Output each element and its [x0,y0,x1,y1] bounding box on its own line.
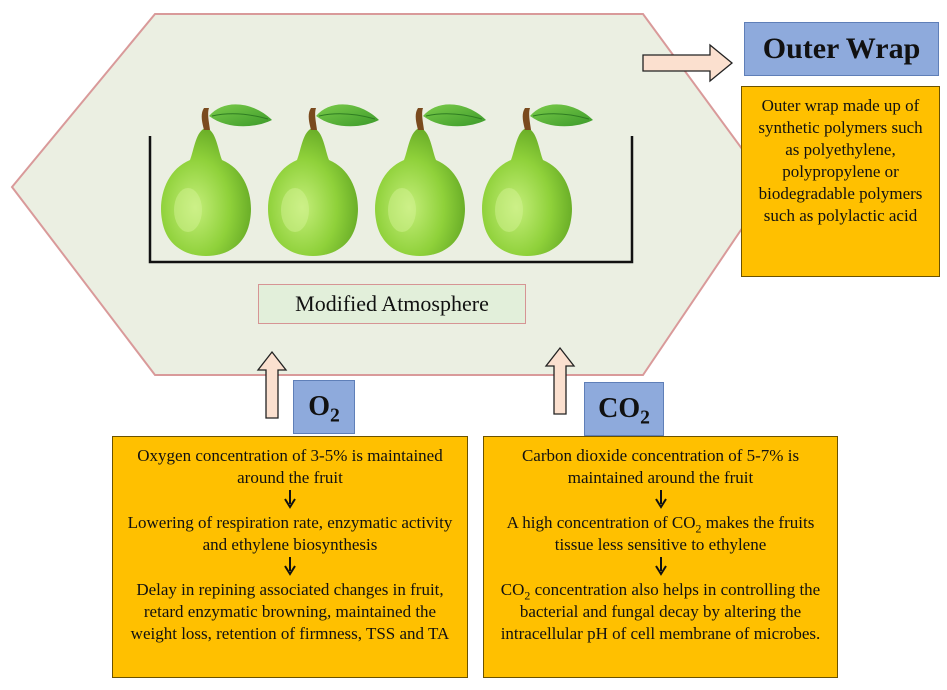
down-arrow-icon [654,490,667,509]
outer-wrap-description: Outer wrap made up of synthetic polymers… [758,96,923,225]
outer-wrap-description-box: Outer wrap made up of synthetic polymers… [741,86,940,277]
modified-atmosphere-text: Modified Atmosphere [295,291,489,316]
o2-step-2: Lowering of respiration rate, enzymatic … [127,513,453,554]
outer-wrap-title-box: Outer Wrap [744,22,939,76]
down-arrow-icon [284,490,296,509]
o2-step-3: Delay in repining associated changes in … [130,580,450,643]
co2-step-2: A high concentration of CO2 makes the fr… [506,513,815,554]
co2-label: CO2 [598,393,650,429]
co2-step-1: Carbon dioxide concentration of 5-7% is … [521,446,800,487]
o2-label-box: O2 [293,380,355,434]
o2-label: O2 [308,391,340,427]
co2-step-3: CO2 concentration also helps in controll… [500,580,821,643]
fruit-tray [148,136,634,264]
o2-step-1: Oxygen concentration of 3-5% is maintain… [137,446,443,487]
down-arrow-icon [284,557,296,576]
modified-atmosphere-label: Modified Atmosphere [258,284,526,324]
co2-label-box: CO2 [584,382,664,436]
o2-info-box: Oxygen concentration of 3-5% is maintain… [112,436,468,678]
outer-wrap-arrow [642,43,734,83]
outer-wrap-title: Outer Wrap [762,32,921,65]
down-arrow-icon [654,557,667,576]
co2-info-box: Carbon dioxide concentration of 5-7% is … [483,436,838,678]
